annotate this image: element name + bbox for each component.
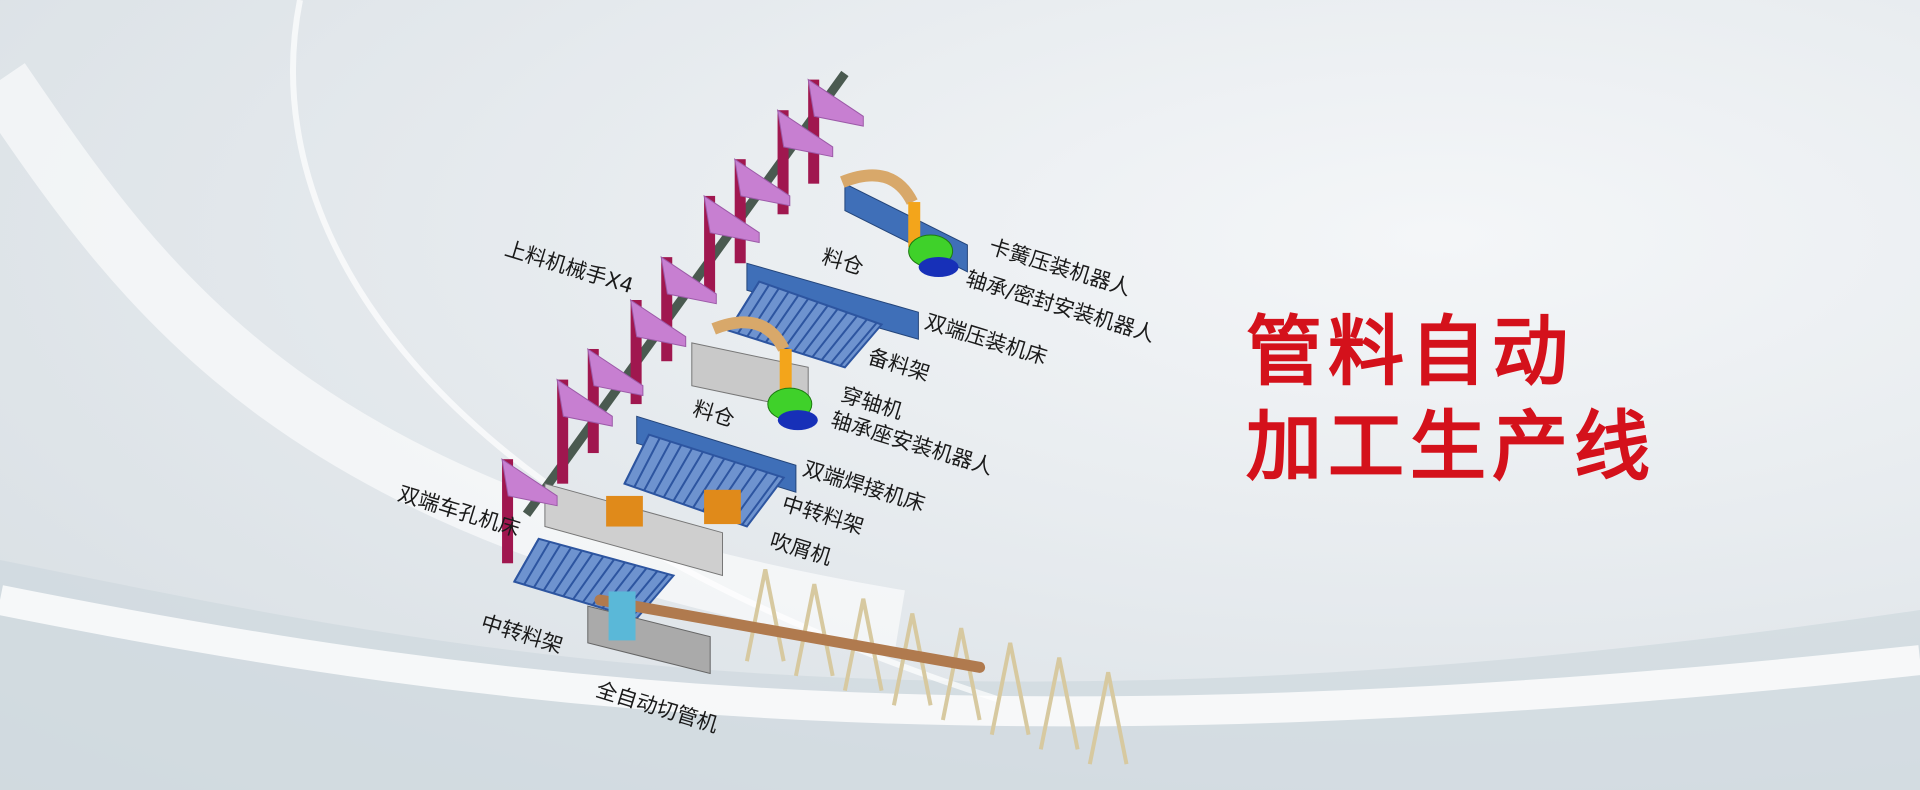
robot-link (908, 202, 921, 248)
gantry-arm (660, 256, 717, 305)
rack-slat (552, 549, 583, 594)
pipe-support-frame (793, 583, 835, 677)
gantry-column (777, 110, 789, 215)
rack-slat (830, 318, 868, 364)
rack-slat (572, 555, 605, 600)
rack-slat (633, 437, 661, 488)
orange-unit (606, 495, 643, 527)
gantry-column (630, 300, 642, 405)
gantry-arm (734, 158, 791, 207)
rack-slat (623, 434, 650, 485)
orange-unit (704, 489, 741, 525)
rack-slat (820, 315, 858, 361)
rack-slat (533, 544, 562, 589)
pipe (594, 594, 986, 673)
gantry-arm (587, 347, 644, 397)
rack-slat (513, 538, 540, 583)
robot-link (779, 348, 792, 394)
rack-slat (562, 552, 594, 597)
robot-arm (840, 169, 918, 205)
rack-slat (741, 475, 780, 526)
rack-slat (839, 322, 878, 367)
gantry-arm (629, 298, 687, 348)
robot-pedestal (777, 410, 818, 431)
robot-pedestal (918, 257, 959, 278)
pipe-support-frame (744, 569, 786, 662)
rack-slat (672, 451, 704, 502)
gantry-arm (501, 458, 558, 507)
rack-slat (542, 547, 572, 591)
pipe-support-frame (989, 642, 1031, 736)
rack-slat (653, 444, 683, 495)
rack-slat (792, 305, 829, 352)
gantry-arm (807, 78, 864, 127)
rack-slat (523, 541, 551, 586)
pipe-support-frame (1038, 657, 1080, 750)
rack-slat (643, 441, 672, 492)
rack-slat (802, 308, 839, 355)
gantry-column (704, 195, 716, 301)
rack-slat (783, 301, 819, 349)
gantry-column (808, 79, 820, 184)
rack-slat (692, 458, 726, 509)
rack-slat (682, 454, 715, 505)
pipe-support-frame (1087, 671, 1129, 765)
machine-bed (746, 262, 919, 340)
gantry-column (734, 159, 746, 264)
pipe-support-frame (891, 613, 933, 706)
rack-slat (662, 447, 693, 498)
gantry-arm (703, 194, 760, 244)
gantry-arm (776, 109, 834, 158)
cutter-head (608, 591, 636, 641)
rack-slat (811, 311, 849, 358)
title-line-2: 加工生产线 (1246, 402, 1656, 491)
gantry-column (502, 459, 514, 564)
boring-machine (544, 483, 723, 577)
gantry-column (661, 257, 673, 362)
pipe-support-frame (842, 598, 884, 691)
pipe-support-frame (940, 627, 982, 721)
gantry-column (587, 348, 599, 454)
gantry-arm (556, 378, 613, 427)
rack-slat (582, 558, 616, 603)
title-line-1: 管料自动 (1246, 307, 1574, 396)
robot-arm (711, 316, 790, 352)
gantry-column (557, 379, 569, 484)
